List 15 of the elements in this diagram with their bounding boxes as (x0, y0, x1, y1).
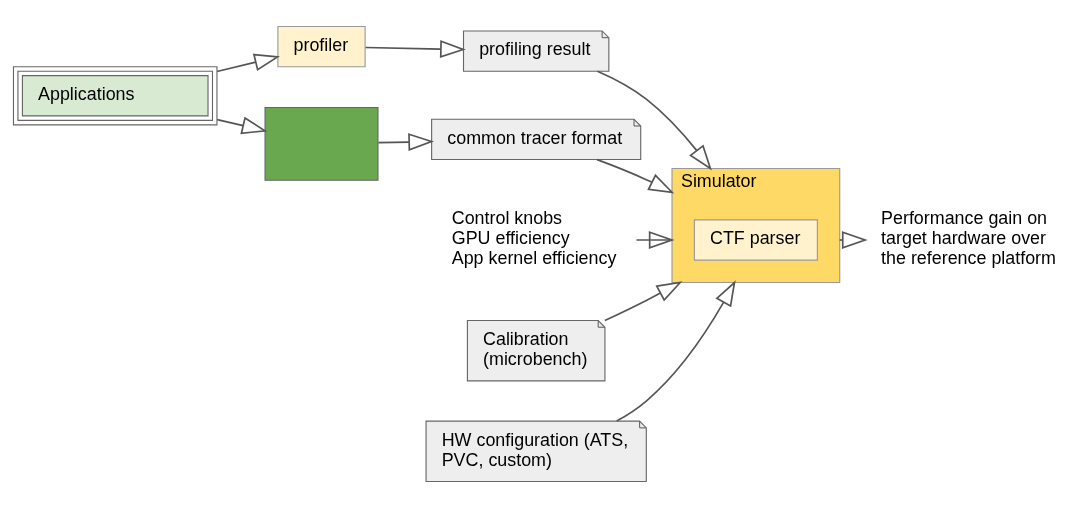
arrow (216, 116, 268, 135)
node-box: Applications (12, 66, 218, 126)
arrow (364, 40, 466, 59)
arrow (635, 231, 675, 250)
node-text: Performance gain on target hardware over the reference platform (881, 208, 1056, 269)
arrow (596, 70, 712, 171)
arrow (604, 281, 683, 322)
node-box: profiler (277, 25, 366, 68)
arrow (615, 280, 736, 422)
node-box: CTF parser (693, 219, 818, 261)
node-box (264, 106, 379, 181)
arrow (216, 53, 280, 73)
arrow (377, 133, 435, 152)
node-text: Control knobs GPU efficiency App kernel efficiency (451, 208, 617, 269)
arrow (596, 158, 675, 194)
